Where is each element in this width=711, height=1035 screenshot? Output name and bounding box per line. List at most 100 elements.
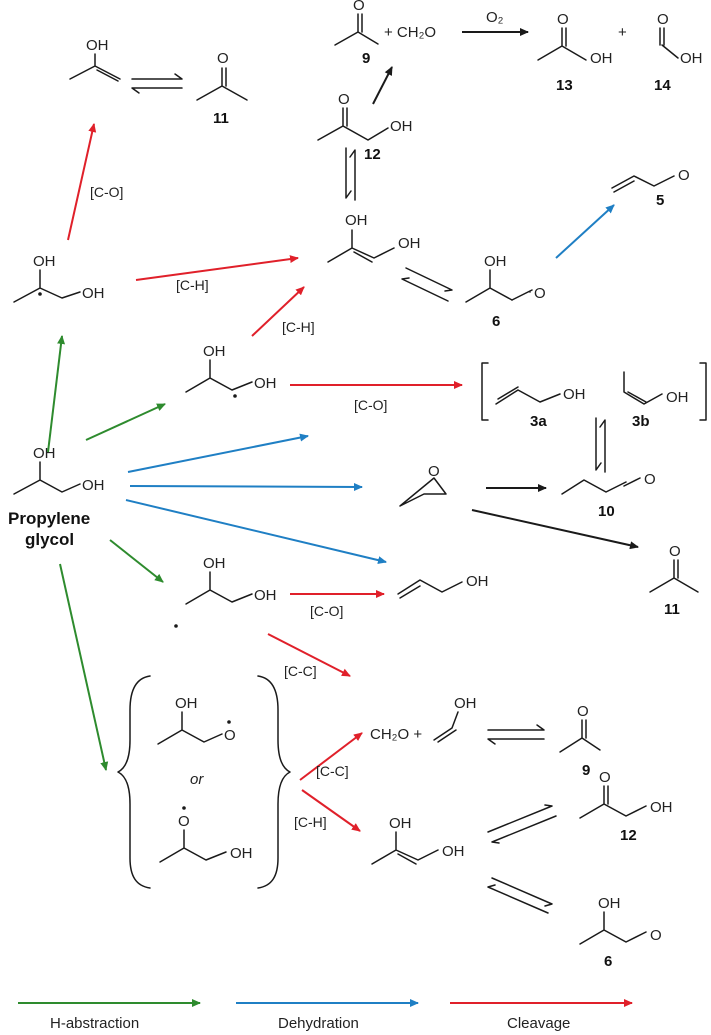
acrolein-structure: O 5	[611, 167, 690, 209]
cleavage-arrow-radical2-to-enediol	[251, 286, 305, 337]
oh-label: OH	[650, 799, 673, 816]
oh-label: OH	[175, 695, 198, 712]
acetaldehyde-structure-bottom: O 9	[559, 703, 601, 779]
oh-label: OH	[680, 50, 703, 67]
h-abstraction-arrow-to-alkoxy	[59, 563, 109, 771]
acetic-acid-structure: O OH 13	[537, 11, 613, 94]
lactaldehyde-structure-bottom: OH O 6	[579, 895, 662, 970]
ch-tag: [C-H]	[176, 277, 209, 293]
compound-12-label-top: 12	[364, 146, 381, 163]
dehydration-arrow-to-epoxide	[129, 482, 363, 491]
o-label: O	[657, 11, 669, 28]
o-label: O	[178, 813, 190, 830]
co-tag: [C-O]	[310, 603, 343, 619]
compound-11-label-right: 11	[664, 601, 680, 618]
equilibrium-arrows-enol-acetone	[131, 73, 183, 94]
compound-11-label-top: 11	[213, 110, 229, 127]
oh-label: OH	[666, 389, 689, 406]
ch-tag: [C-H]	[282, 319, 315, 335]
compound-3b-label: 3b	[632, 413, 650, 430]
co-tag: [C-O]	[354, 397, 387, 413]
cc-tag: [C-C]	[316, 763, 349, 779]
dehydration-arrow-to-enols	[127, 433, 309, 473]
dehydration-arrow-to-allyl-alcohol	[125, 499, 387, 565]
alkoxy-radicals-group: OH O or O OH	[117, 675, 291, 889]
oh-label: OH	[345, 212, 368, 229]
compound-3a-label: 3a	[530, 413, 547, 430]
h-abstraction-arrow-to-radical-c2	[47, 335, 66, 453]
legend: H-abstraction Dehydration Cleavage	[18, 999, 633, 1032]
compound-12-label-bottom: 12	[620, 827, 637, 844]
formaldehyde-label: CH₂O +	[370, 726, 422, 743]
o-label: O	[678, 167, 690, 184]
equilibrium-arrows-enediol-lactaldehyde-bottom	[487, 877, 553, 914]
compound-10-label: 10	[598, 503, 615, 520]
oxidation-arrow: O₂	[462, 9, 529, 36]
o-label: O	[217, 50, 229, 67]
oh-label: OH	[398, 235, 421, 252]
compound-14-label: 14	[654, 77, 671, 94]
hydroxyacetone-structure-bottom: O OH 12	[579, 769, 673, 844]
propen-2-ol-structure: OH	[69, 37, 121, 82]
propylene-glycol-label-1: Propylene	[8, 509, 90, 528]
dehydration-arrow-to-acrolein	[555, 204, 615, 259]
co-tag: [C-O]	[90, 184, 123, 200]
compound-6-label-top: 6	[492, 313, 500, 330]
oh-label: OH	[33, 445, 56, 462]
compound-5-label: 5	[656, 192, 664, 209]
compound-9-label-bottom: 9	[582, 762, 590, 779]
oh-label: OH	[33, 253, 56, 270]
cc-tag: [C-C]	[284, 663, 317, 679]
cleavage-arrow-radical3-to-formaldehyde	[267, 633, 351, 677]
o-label: O	[599, 769, 611, 786]
formaldehyde-label: + CH₂O	[384, 24, 436, 41]
equilibrium-arrows-enediol-hydroxyacetone	[487, 804, 557, 844]
arrow-epoxide-to-acetone	[471, 509, 639, 550]
o-label: O	[534, 285, 546, 302]
propylene-glycol-structure: OH OH Propylene glycol	[8, 445, 105, 549]
acetaldehyde-structure-top: O 9 + CH₂O	[334, 0, 436, 67]
o-label: O	[644, 471, 656, 488]
propylene-oxide-structure: O	[399, 463, 447, 507]
compound-13-label: 13	[556, 77, 573, 94]
acetone-structure-top: O 11	[196, 50, 248, 127]
equilibrium-arrows-vinyl-alcohol-acetaldehyde	[487, 724, 545, 745]
o-label: O	[353, 0, 365, 14]
oh-label: OH	[598, 895, 621, 912]
h-abstraction-arrow-to-radical-c3	[109, 539, 164, 583]
legend-dehydration-label: Dehydration	[278, 1015, 359, 1032]
o-label: O	[669, 543, 681, 560]
oh-label: OH	[203, 343, 226, 360]
compound-6-label-bottom: 6	[604, 953, 612, 970]
oh-label: OH	[590, 50, 613, 67]
cleavage-arrow-to-enol	[67, 123, 97, 241]
formic-acid-structure: O OH 14	[654, 11, 703, 94]
ch-tag: [C-H]	[294, 814, 327, 830]
legend-h-abstraction-label: H-abstraction	[50, 1015, 139, 1032]
propenol-isomers-bracket: OH 3a OH 3b	[481, 362, 707, 430]
o2-label: O₂	[486, 9, 504, 26]
radical-c1-structure: OH OH	[185, 343, 277, 398]
oh-label: OH	[484, 253, 507, 270]
oh-label: OH	[254, 375, 277, 392]
cleavage-arrow-alkoxy-to-enediol	[301, 789, 361, 832]
oh-label: OH	[389, 815, 412, 832]
hydroxyacetone-structure-top: O OH 12	[317, 91, 413, 163]
legend-cleavage-label: Cleavage	[507, 1015, 570, 1032]
enediol-structure-bottom: OH OH	[371, 815, 465, 865]
arrow-12-to-9	[372, 66, 393, 105]
oh-label: OH	[563, 386, 586, 403]
enediol-structure-top: OH OH	[327, 212, 421, 263]
formaldehyde-vinyl-alcohol-structure: CH₂O + OH	[370, 695, 477, 743]
oh-label: OH	[390, 118, 413, 135]
propylene-glycol-label-2: glycol	[25, 530, 74, 549]
oh-label: OH	[466, 573, 489, 590]
oh-label: OH	[203, 555, 226, 572]
oh-label: OH	[86, 37, 109, 54]
propanal-structure: O 10	[561, 471, 656, 520]
plus-sign: +	[618, 24, 627, 41]
cleavage-arrow-alkoxy-to-formaldehyde	[299, 732, 363, 781]
oh-label: OH	[454, 695, 477, 712]
o-label: O	[557, 11, 569, 28]
